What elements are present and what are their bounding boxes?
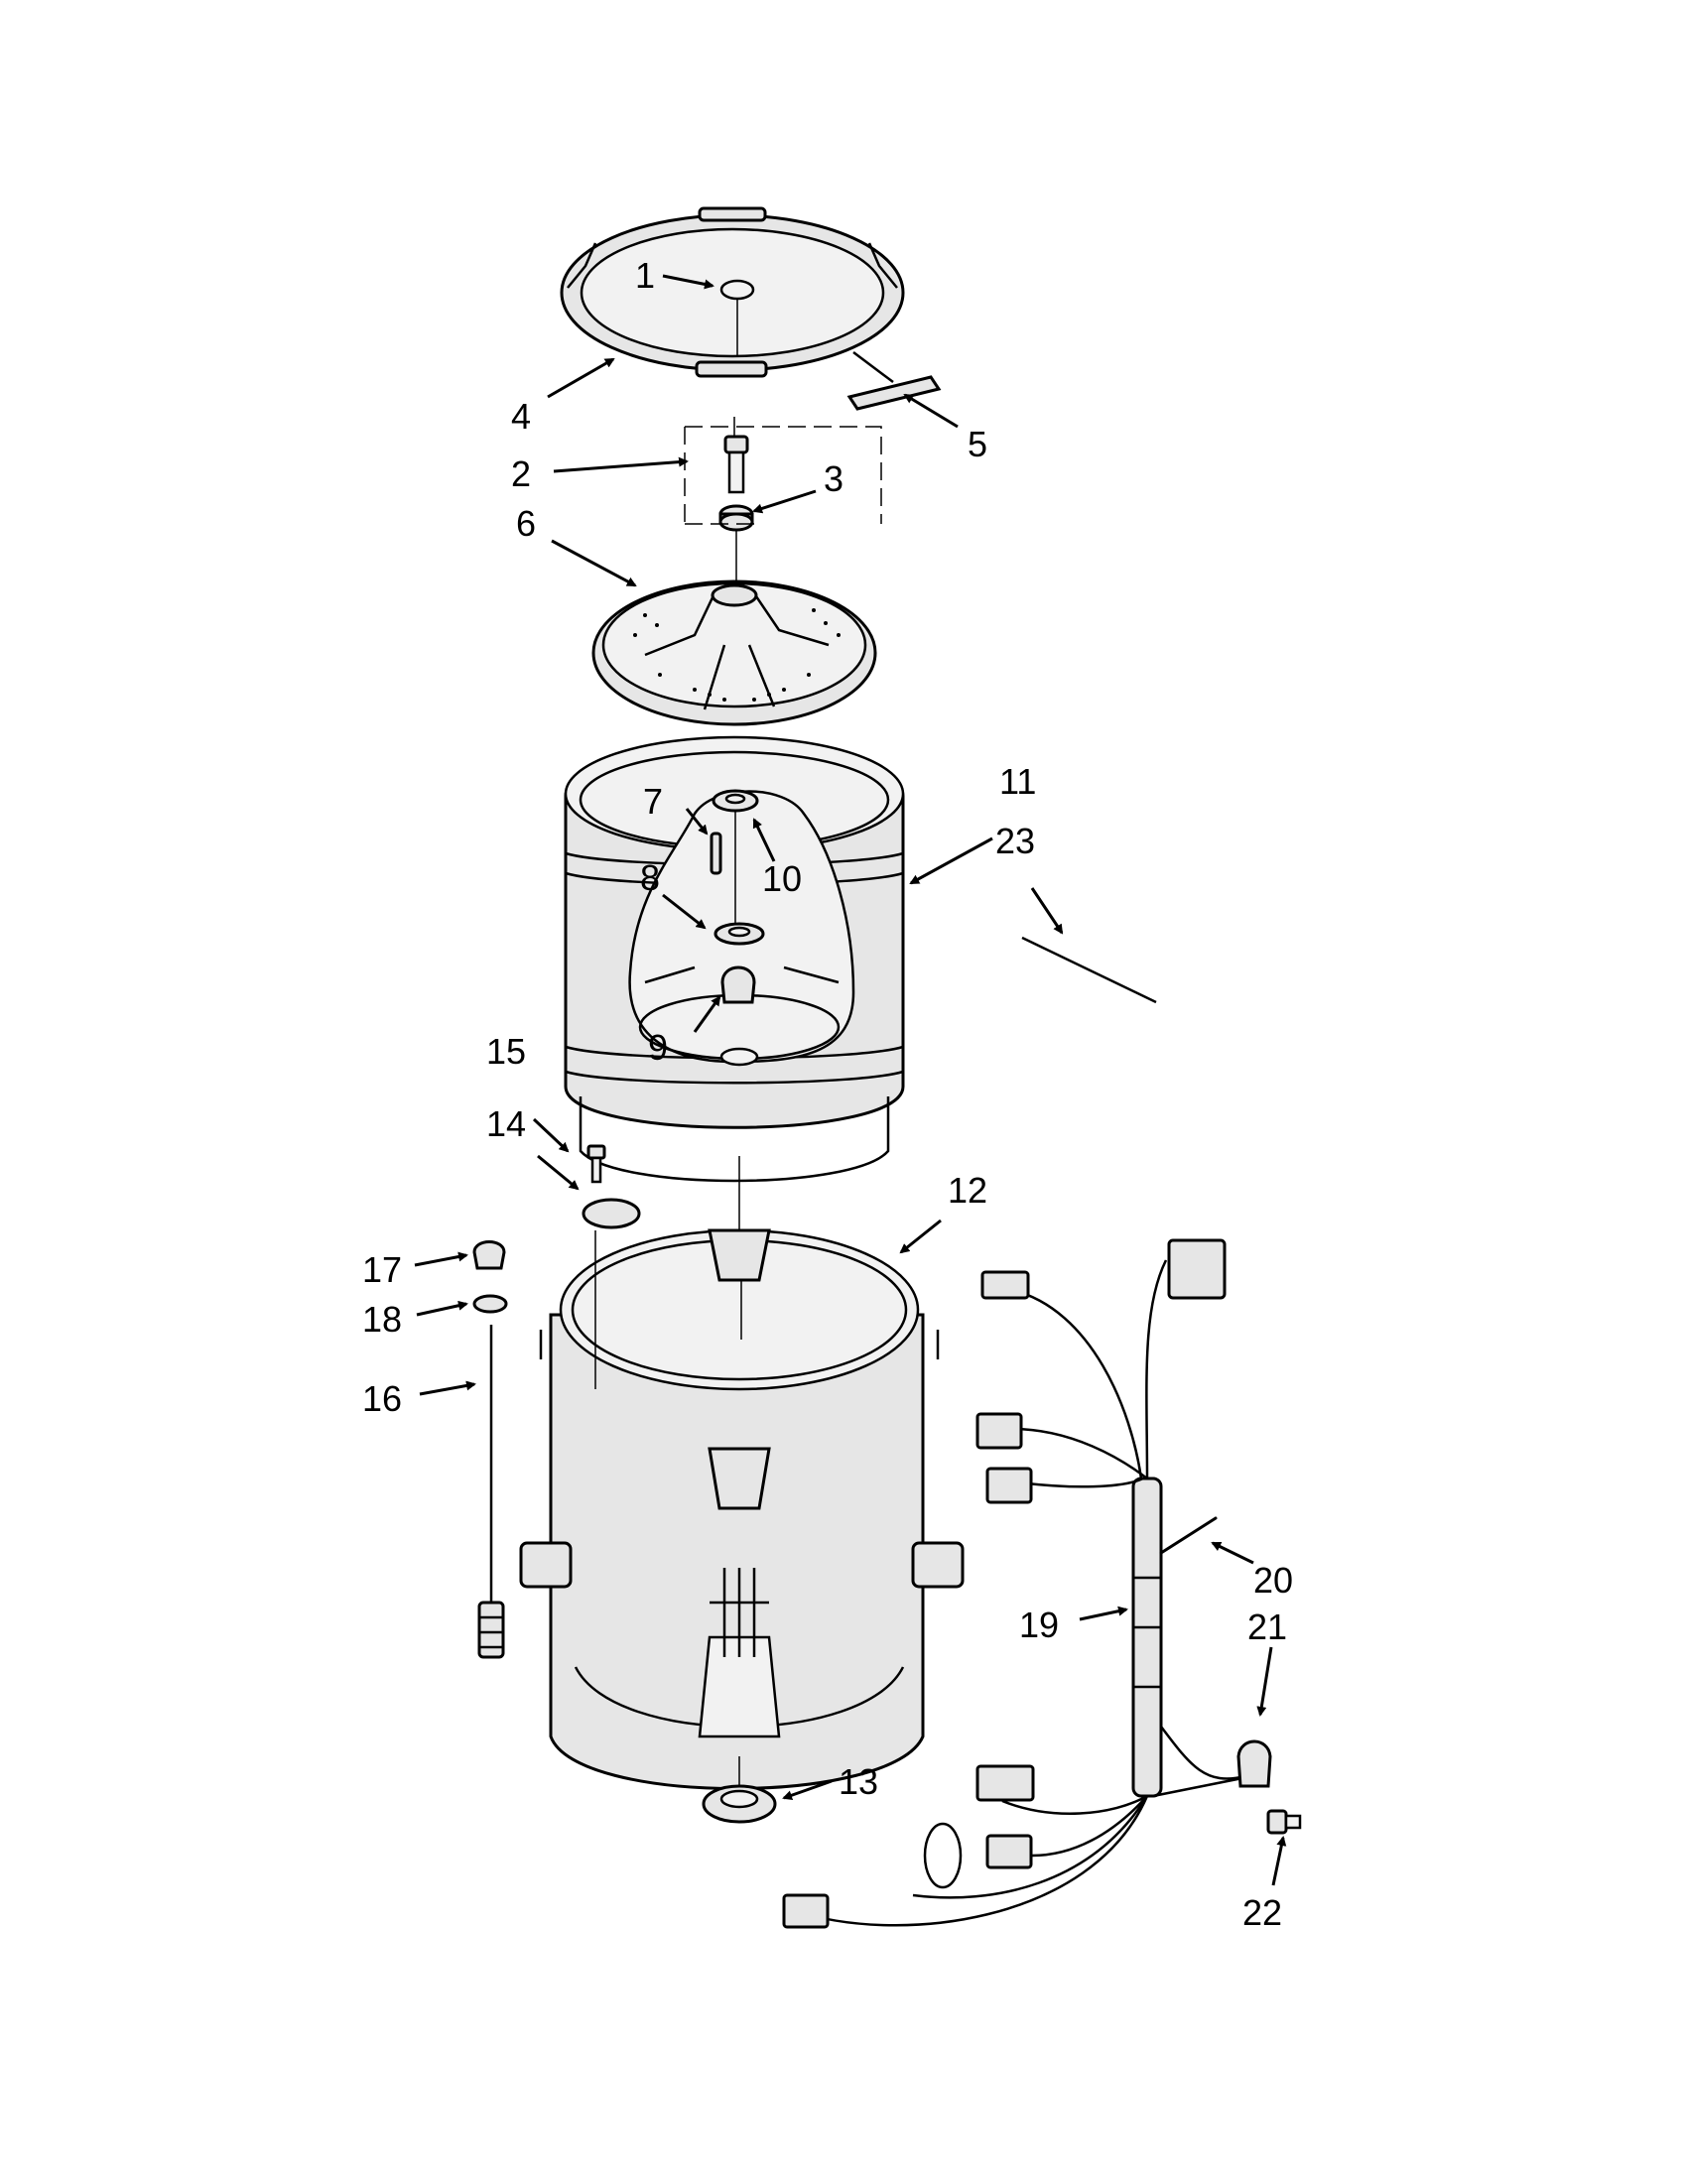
callout-6: 6 (516, 503, 536, 544)
impeller (591, 579, 877, 726)
drain-tube (1159, 1516, 1218, 1555)
suspension-rod (472, 1240, 508, 1659)
callout-14: 14 (486, 1103, 526, 1144)
callout-21: 21 (1247, 1606, 1287, 1647)
callout-18: 18 (362, 1299, 402, 1340)
callout-5: 5 (968, 424, 987, 464)
tub-ribs (710, 1568, 769, 1657)
callout-4: 4 (511, 396, 531, 437)
wire-harness (782, 1238, 1253, 1929)
outer-tub (519, 1228, 965, 1790)
callout-17: 17 (362, 1249, 402, 1290)
basket-hub-parts (710, 789, 765, 1067)
gasket-strip (846, 351, 942, 411)
impeller-holes (633, 608, 841, 702)
callout-10: 10 (762, 858, 802, 899)
tub-seal (702, 1784, 777, 1824)
callout-8: 8 (640, 857, 660, 898)
clip-and-screw (1236, 1739, 1302, 1835)
callout-20: 20 (1253, 1560, 1293, 1601)
callout-15: 15 (486, 1031, 526, 1072)
callout-13: 13 (839, 1761, 878, 1802)
bracket-and-screw (582, 1144, 641, 1389)
callout-16: 16 (362, 1378, 402, 1419)
callout-19: 19 (1019, 1605, 1059, 1645)
callout-2: 2 (511, 453, 531, 494)
callout-22: 22 (1242, 1892, 1282, 1933)
leader-arrows (414, 274, 1287, 1886)
callout-11: 11 (999, 761, 1036, 802)
tie-rod (1021, 936, 1157, 1004)
callout-1: 1 (635, 255, 655, 296)
callout-7: 7 (643, 781, 663, 822)
bolt-assembly (684, 417, 882, 532)
callout-labels: 1 4 2 3 5 6 7 8 9 10 11 23 15 14 12 17 1… (362, 255, 1293, 1933)
callout-23: 23 (995, 821, 1035, 861)
callout-9: 9 (648, 1027, 668, 1068)
part-1-cap (719, 279, 755, 301)
callout-12: 12 (948, 1170, 987, 1211)
callout-3: 3 (824, 458, 844, 499)
